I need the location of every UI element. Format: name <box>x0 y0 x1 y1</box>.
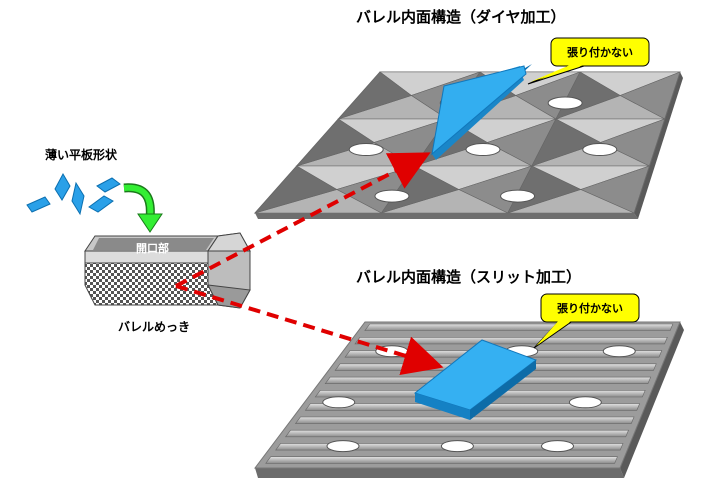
blue-part-diamond <box>431 64 532 160</box>
diamond-section-title: バレル内面構造（ダイヤ加工） <box>356 8 566 26</box>
slit-hole <box>322 396 356 409</box>
diamond-callout-label: 張り付かない <box>567 46 633 59</box>
slit-section-title: バレル内面構造（スリット加工） <box>356 268 582 286</box>
slit-hole <box>326 440 360 453</box>
diamond-hole <box>547 96 583 110</box>
diamond-hole <box>374 189 410 203</box>
slit-rail <box>354 336 668 345</box>
diamond-facet <box>337 71 413 120</box>
callout-diamond <box>527 37 650 85</box>
green-arrow <box>123 183 163 233</box>
diamond-hole <box>465 143 501 157</box>
slit-rail <box>265 456 618 464</box>
diamond-hole <box>348 143 384 157</box>
diamond-facet <box>531 118 602 167</box>
slit-rail <box>284 429 629 438</box>
thin-plates-label: 薄い平板形状 <box>45 148 118 162</box>
diamond-facet <box>254 165 338 214</box>
opening-label: 開口部 <box>136 242 169 255</box>
slit-hole <box>568 396 602 409</box>
diamond-hole <box>500 189 536 203</box>
diamond-hole <box>582 143 618 157</box>
diamond-facet <box>295 118 375 167</box>
slit-hole <box>541 440 574 453</box>
barrel-caption: バレルめっき <box>118 320 191 334</box>
barrel <box>84 232 251 309</box>
slit-rail <box>294 416 635 424</box>
callout-slit <box>533 293 640 349</box>
thin-plate-flakes <box>26 172 121 216</box>
slit-rail <box>364 323 674 331</box>
slit-callout-label: 張り付かない <box>557 302 623 315</box>
red-arrows <box>175 152 444 375</box>
blue-part-slit <box>413 339 538 420</box>
slit-hole <box>602 345 636 358</box>
slit-hole <box>440 440 474 453</box>
